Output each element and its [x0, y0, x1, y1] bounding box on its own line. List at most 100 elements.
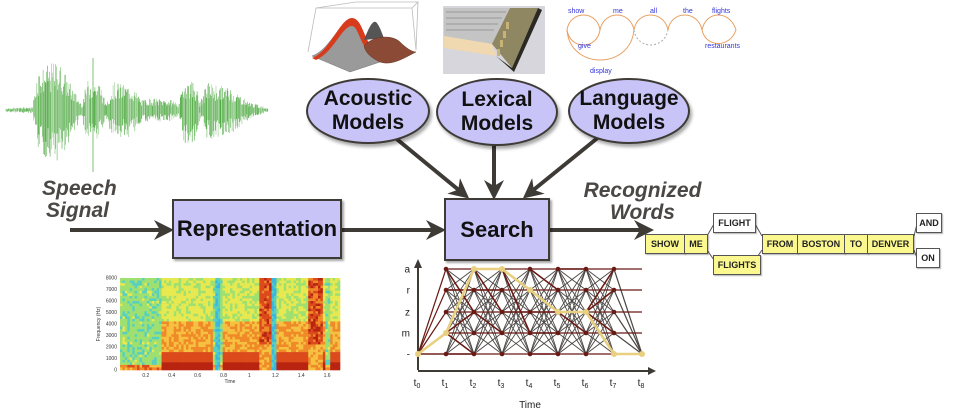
lattice-state-label: a — [404, 265, 410, 276]
lattice-xlabel: Time — [519, 400, 541, 411]
lattice-node — [527, 309, 533, 315]
book-page-edge — [444, 36, 496, 56]
lattice-node — [499, 287, 505, 293]
spectrogram-xtick: 1.2 — [272, 373, 279, 379]
spectrogram-ytick: 4000 — [106, 322, 117, 328]
lm-arc-display — [566, 29, 635, 61]
spectrogram-xtick: 0.2 — [142, 373, 149, 379]
lattice-node — [443, 266, 449, 272]
lattice-node — [527, 266, 533, 272]
word-on-text: ON — [921, 253, 935, 263]
lattice-node — [555, 266, 561, 272]
lattice-time-label: t4 — [526, 378, 533, 390]
surface-dark-peak — [364, 21, 384, 40]
best-path-node — [583, 309, 589, 315]
lattice-x-arrowhead — [648, 367, 656, 375]
word-denver: DENVER — [867, 234, 914, 254]
best-path-node — [527, 287, 533, 293]
lattice-node — [471, 287, 477, 293]
word-and: AND — [916, 213, 942, 233]
word-to-text: TO — [849, 239, 863, 249]
lm-arc-me — [599, 14, 635, 31]
book-cover — [496, 8, 542, 72]
best-path-node — [471, 266, 477, 272]
lattice-time-label: t2 — [470, 378, 477, 390]
lm-word-me: me — [613, 8, 623, 15]
lm-arc-give — [566, 29, 601, 46]
lm-arc-show — [566, 14, 601, 31]
lattice-node — [611, 287, 617, 293]
recognized-words-label: Recognized Words — [580, 180, 705, 224]
lm-word-flights: flights — [712, 8, 731, 15]
spectrogram-ylabel: Frequency (Hz) — [96, 306, 102, 341]
acoustic-models-line1: Acoustic — [323, 87, 413, 110]
word-from-text: FROM — [766, 239, 794, 249]
lattice-node — [499, 351, 505, 357]
spectrogram-xtick: 0.6 — [194, 373, 201, 379]
lm-word-all: all — [650, 8, 657, 15]
spectrogram-ytick: 6000 — [106, 299, 117, 305]
best-path-node — [639, 351, 645, 357]
waveform-samples — [5, 63, 269, 161]
lattice-state-label: z — [405, 308, 410, 319]
word-denver-text: DENVER — [871, 239, 910, 249]
lattice-node — [611, 266, 617, 272]
lexical-models-line2: Models — [460, 112, 534, 135]
surface-red-ridge — [312, 18, 372, 60]
word-boston-text: BOSTON — [801, 239, 841, 249]
spectrogram-ytick: 1000 — [106, 356, 117, 362]
lattice-state-label: m — [402, 329, 410, 340]
lattice-node — [499, 330, 505, 336]
lattice-edges — [417, 268, 643, 355]
representation-label: Representation — [176, 216, 338, 241]
lattice-node — [443, 351, 449, 357]
lattice-node — [555, 287, 561, 293]
lattice-state-label: r — [407, 286, 411, 297]
lattice-node — [555, 330, 561, 336]
spectrogram-ytick: 7000 — [106, 287, 117, 293]
best-path-node — [555, 309, 561, 315]
lattice-time-label: t3 — [498, 378, 505, 390]
lm-word-the: the — [683, 8, 693, 15]
word-on: ON — [916, 248, 940, 268]
lattice-node — [527, 351, 533, 357]
speech-signal-line2: Signal — [46, 199, 110, 222]
word-flights: FLIGHTS — [713, 255, 761, 275]
lattice-node — [499, 309, 505, 315]
acoustic-models-node: Acoustic Models — [306, 78, 430, 144]
lattice-node — [611, 309, 617, 315]
lattice-node — [471, 330, 477, 336]
spectrogram-ytick: 2000 — [106, 345, 117, 351]
lattice-time-label: t5 — [554, 378, 561, 390]
spectrogram-cells — [120, 278, 341, 371]
lattice-node — [583, 287, 589, 293]
word-show-text: SHOW — [651, 239, 679, 249]
word-me: ME — [684, 234, 708, 254]
spectrogram-ytick: 5000 — [106, 310, 117, 316]
best-path-node — [443, 330, 449, 336]
speech-signal-label: Speech Signal — [42, 178, 117, 222]
lm-arc-the — [667, 14, 703, 31]
lattice-node — [611, 330, 617, 336]
language-models-line2: Models — [592, 111, 666, 134]
lattice-node — [583, 351, 589, 357]
surface-bounding-box — [307, 1, 419, 53]
lattice-node — [443, 309, 449, 315]
book-thumb-index — [492, 8, 538, 68]
lm-word-restaurants: restaurants — [705, 43, 741, 50]
lm-arc-restaurants — [701, 29, 737, 44]
lexical-models-node: Lexical Models — [436, 78, 558, 146]
recognized-words-line1: Recognized — [583, 179, 702, 202]
spectrogram-ytick: 8000 — [106, 276, 117, 282]
representation-block: Representation — [172, 199, 342, 259]
lattice-node — [583, 266, 589, 272]
spectrogram-xtick: 1.6 — [324, 373, 331, 379]
lattice-time-label: t6 — [582, 378, 589, 390]
word-me-text: ME — [689, 239, 703, 249]
lexical-models-line1: Lexical — [461, 88, 533, 111]
